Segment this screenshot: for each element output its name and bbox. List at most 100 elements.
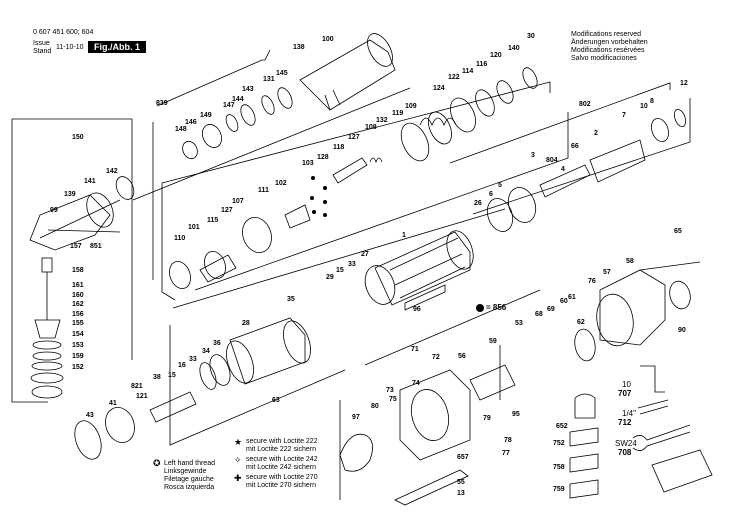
part-number-label: 153 (72, 342, 84, 349)
part-number-label: 99 (50, 207, 58, 214)
part-number-label: 108 (365, 124, 377, 131)
part-number-label: 2 (594, 130, 598, 137)
part-number-label: 13 (457, 490, 465, 497)
part-number-label: 752 (553, 440, 565, 447)
part-number-label: 146 (185, 119, 197, 126)
part-number-label: 77 (502, 450, 510, 457)
part-number-label: 80 (371, 403, 379, 410)
legend-star-de: mit Loctite 222 sichern (246, 446, 317, 453)
part-number-label: 110 (174, 235, 186, 242)
stand-label: Stand (33, 48, 52, 55)
part-number-label: 38 (153, 374, 161, 381)
part-number-label: 79 (483, 415, 491, 422)
part-number-label: 132 (376, 117, 388, 124)
part-number-label: 71 (411, 346, 419, 353)
part-number-label: 160 (72, 292, 84, 299)
part-number-label: 124 (433, 85, 445, 92)
part-number-label: 109 (405, 103, 417, 110)
part-number-label: 15 (168, 372, 176, 379)
part-number-label: 131 (263, 76, 275, 83)
part-number-label: 148 (175, 126, 187, 133)
modifications-line-es: Salvo modificaciones (571, 55, 637, 62)
part-number-label: 1 (402, 232, 406, 239)
part-number-label: 657 (457, 454, 469, 461)
part-number-label: 162 (72, 301, 84, 308)
part-number-label: 115 (207, 217, 219, 224)
left-thread-en: Left hand thread (164, 460, 215, 467)
part-number-label: 59 (489, 338, 497, 345)
left-thread-de: Linksgewinde (164, 468, 207, 475)
part-number-label: 7 (622, 112, 626, 119)
part-number-label: 75 (389, 396, 397, 403)
part-number-label: 76 (588, 278, 596, 285)
part-number-label: 122 (448, 74, 460, 81)
part-number-label: 114 (462, 68, 474, 75)
part-number-label: 10 (640, 103, 648, 110)
part-number-label: 56 (458, 353, 466, 360)
left-thread-fr: Filetage gauche (164, 476, 214, 483)
modifications-note: Modifications reserved Änderungen vorbeh… (571, 31, 648, 63)
part-number-label: 103 (302, 160, 314, 167)
tool-size-708: SW24 (615, 439, 637, 448)
left-thread-symbol: ✪ (153, 458, 161, 468)
part-number-label: 100 (322, 36, 334, 43)
part-number-label: 138 (293, 44, 305, 51)
part-number-label: 66 (571, 143, 579, 150)
part-number-label: 128 (317, 154, 329, 161)
part-number-label: 72 (432, 354, 440, 361)
cross-symbol: ✚ (234, 473, 242, 483)
legend-star-en: secure with Loctite 222 (246, 438, 318, 445)
part-number-label: 6 (489, 191, 493, 198)
part-number-label: 120 (490, 52, 502, 59)
part-number-label: 839 (156, 100, 168, 107)
part-number-label: 759 (553, 486, 565, 493)
part-number-label: 140 (508, 45, 520, 52)
figure-label: Fig./Abb. 1 (88, 41, 146, 53)
part-number-label: 156 (72, 311, 84, 318)
document-number: 0 607 451 600; 604 (33, 29, 94, 36)
part-number-label: 33 (189, 356, 197, 363)
part-number-label: 102 (275, 180, 287, 187)
part-number-label: 118 (333, 144, 345, 151)
legend-cross-en: secure with Loctite 270 (246, 474, 318, 481)
part-number-label: 145 (276, 70, 288, 77)
tool-size-712: 1/4" (622, 409, 636, 418)
part-number-label: 154 (72, 331, 84, 338)
issue-label: Issue (33, 40, 50, 47)
tool-part-707: 707 (618, 389, 632, 398)
part-number-label: 758 (553, 464, 565, 471)
part-number-label: 90 (678, 327, 686, 334)
part-number-label: 26 (474, 200, 482, 207)
part-number-label: 68 (535, 311, 543, 318)
part-number-label: 63 (272, 397, 280, 404)
part-number-label: 74 (412, 380, 420, 387)
part-number-label: 27 (361, 251, 369, 258)
part-number-label: 139 (64, 191, 76, 198)
issue-date: 11-10-10 (56, 44, 84, 51)
modifications-line-fr: Modifications resérvées (571, 47, 645, 54)
modifications-line-de: Änderungen vorbehalten (571, 39, 648, 46)
diamond-symbol: ✧ (234, 455, 242, 465)
part-number-label: 78 (504, 437, 512, 444)
part-number-label: 107 (232, 198, 244, 205)
part-number-label: 652 (556, 423, 568, 430)
part-number-label: 8 (650, 98, 654, 105)
part-number-label: 5 (498, 182, 502, 189)
part-number-label: 35 (287, 296, 295, 303)
part-number-label: 57 (603, 269, 611, 276)
tool-part-712: 712 (618, 418, 632, 427)
part-number-label: 4 (561, 166, 565, 173)
part-number-label: 28 (242, 320, 250, 327)
star-symbol: ★ (234, 437, 243, 447)
part-number-label: 804 (546, 157, 558, 164)
legend-cross-de: mit Loctite 270 sichern (246, 482, 317, 489)
part-number-label: 152 (72, 364, 84, 371)
modifications-line-en: Modifications reserved (571, 31, 642, 38)
part-number-label: 141 (84, 178, 96, 185)
part-number-label: 95 (512, 411, 520, 418)
tool-part-708: 708 (618, 448, 632, 457)
part-number-label: 53 (515, 320, 523, 327)
part-number-label: 55 (457, 479, 465, 486)
part-number-label: 116 (476, 61, 488, 68)
